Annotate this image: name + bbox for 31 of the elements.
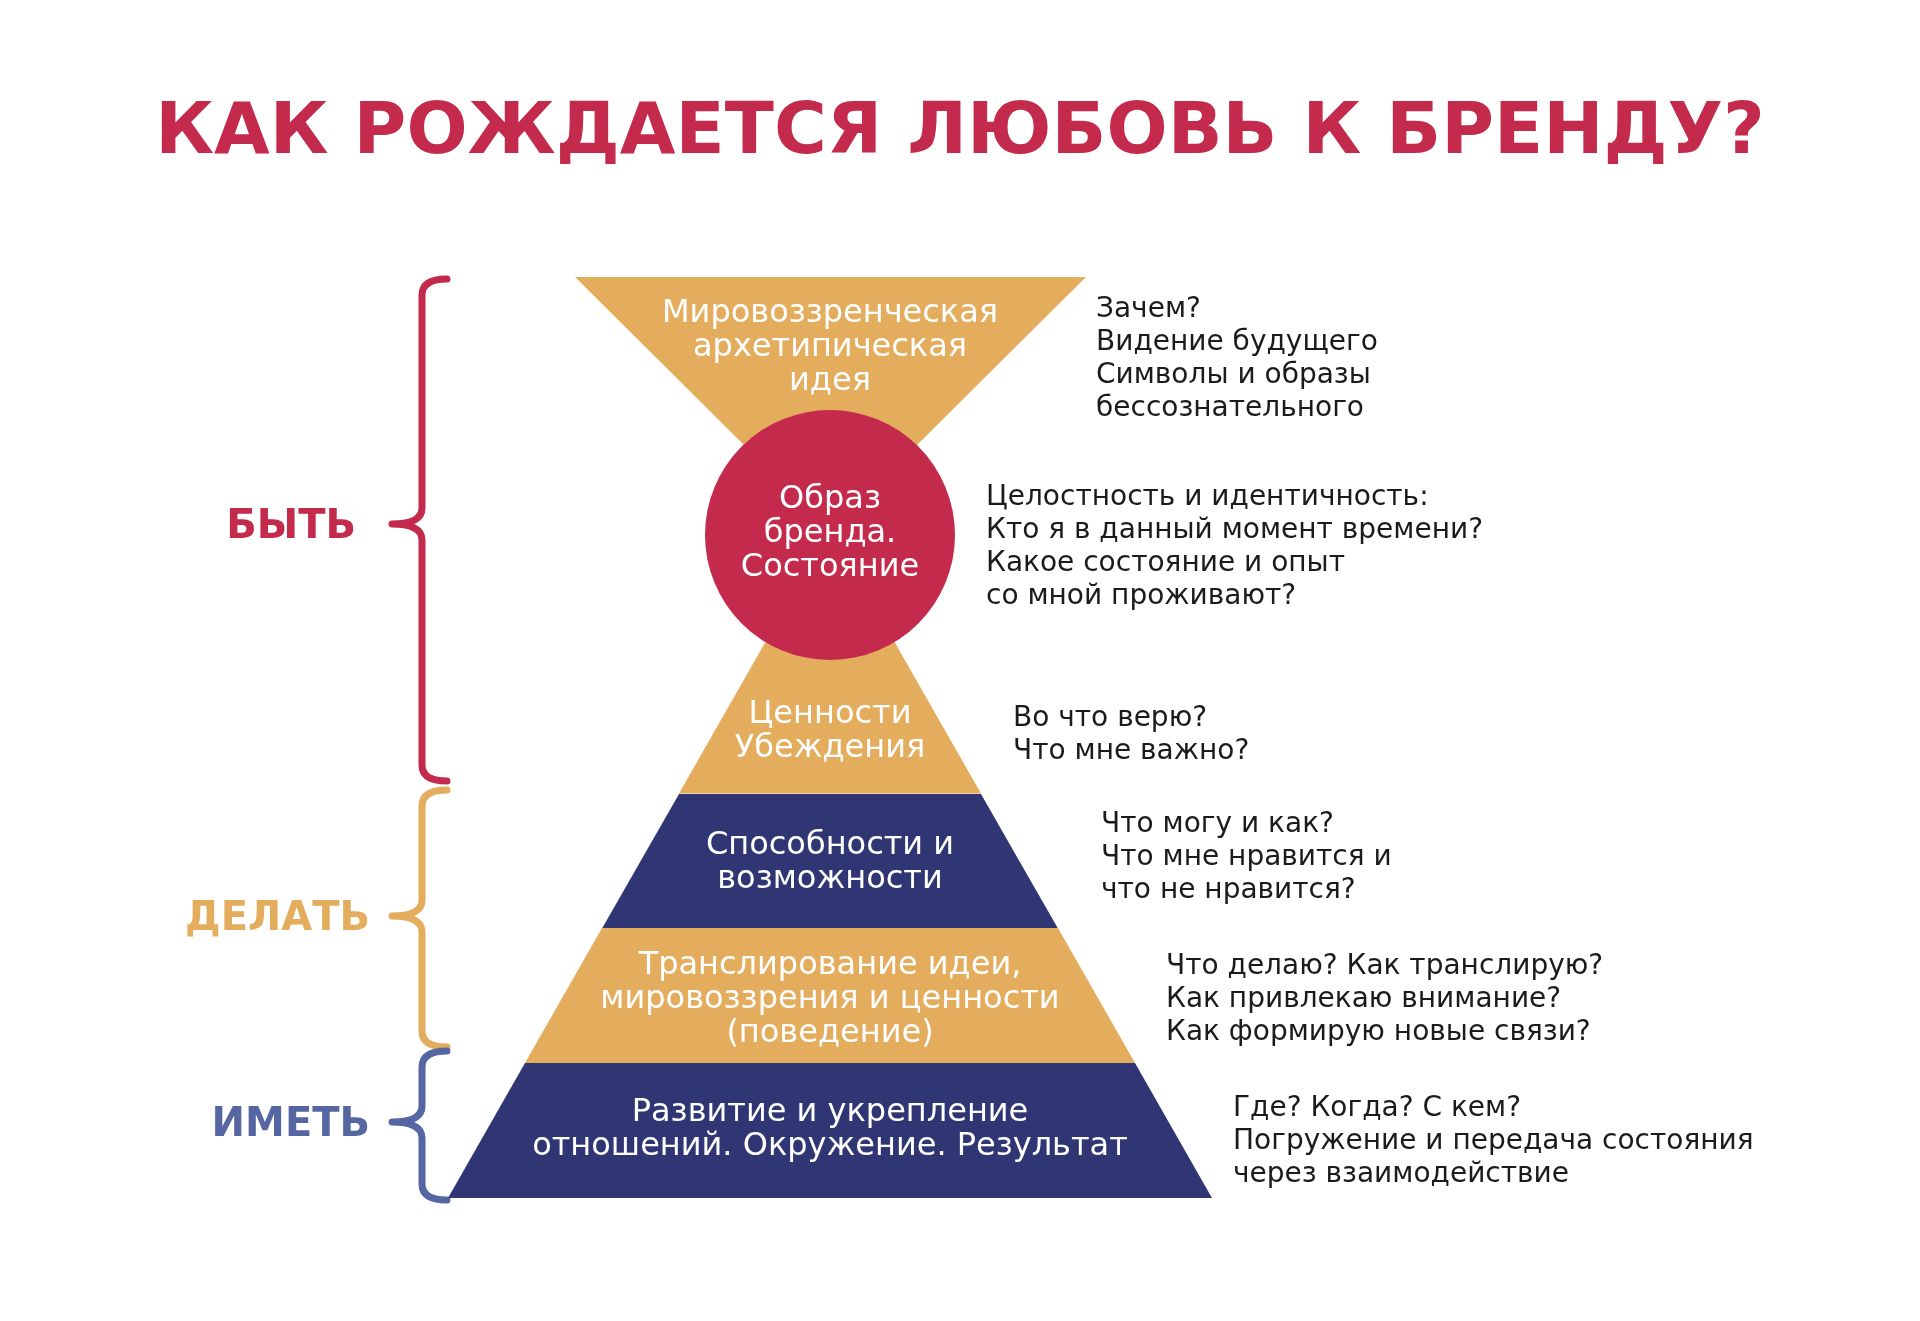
note-text: Что мне важно? [1013, 733, 1250, 766]
tier-label: Развитие и укрепление отношений. Окружение. Результат [531, 1093, 1129, 1161]
note-text: Видение будущего [1096, 324, 1378, 357]
note-text: Что мне нравится и что не нравится? [1101, 839, 1393, 905]
pyramid-tier [602, 793, 1058, 928]
pyramid-tier [525, 928, 1135, 1063]
tier-label: Ценности Убеждения [734, 695, 926, 763]
inverted-pyramid-tier [574, 277, 1086, 445]
note-text: Зачем? [1096, 291, 1201, 324]
group-label: ДЕЛАТЬ [185, 893, 370, 939]
note-text: Как привлекаю внимание? [1166, 981, 1562, 1014]
note-text: Погружение и передача состояния через взаимодействие [1233, 1123, 1755, 1189]
tier-label: Транслирование идеи, мировоззрения и ценности (поведение) [599, 946, 1061, 1048]
note-text: Символы и образы бессознательного [1096, 357, 1372, 423]
note-text: Целостность и идентичность: [986, 479, 1429, 512]
note-text: Как формирую новые связи? [1166, 1014, 1591, 1047]
group-label: БЫТЬ [226, 501, 356, 547]
note-text: Что делаю? Как транслирую? [1166, 948, 1604, 981]
tier-label: Мировоззренческая архетипическая идея [661, 294, 999, 396]
note-text: Какое состояние и опыт со мной проживают? [986, 545, 1346, 611]
pyramid-tier [679, 640, 981, 794]
note-text: Кто я в данный момент времени? [986, 512, 1484, 545]
circle-node [705, 410, 955, 660]
title: КАК РОЖДАЕТСЯ ЛЮБОВЬ К БРЕНДУ? [155, 88, 1765, 168]
group-label: ИМЕТЬ [211, 1099, 370, 1145]
tier-label: Способности и возможности [705, 826, 955, 894]
tier-label: Образ бренда. Состояние [740, 480, 920, 582]
note-text: Что могу и как? [1101, 806, 1334, 839]
note-text: Где? Когда? С кем? [1233, 1090, 1521, 1123]
pyramid-tier [448, 1063, 1212, 1198]
note-text: Во что верю? [1013, 700, 1208, 733]
